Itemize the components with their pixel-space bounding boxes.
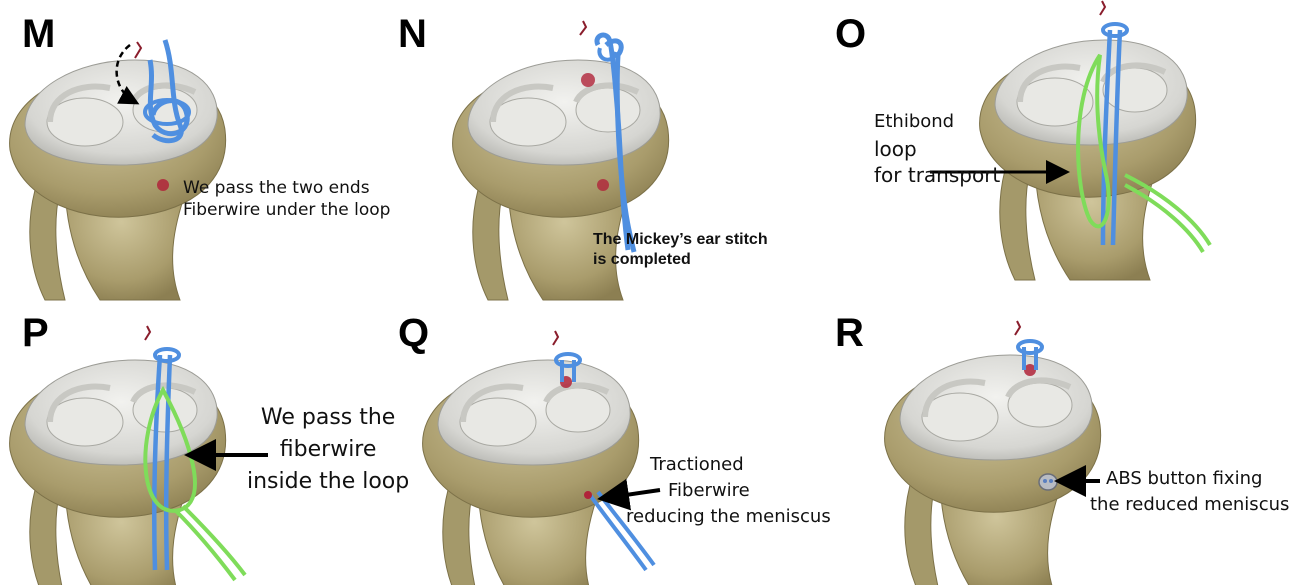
panel-p-caption-line: fiberwire (247, 434, 409, 466)
panel-q-caption-line: Tractioned (626, 452, 831, 478)
panel-r-caption: ABS button fixing the reduced meniscus (1106, 466, 1289, 518)
panel-n-caption-line: is completed (593, 250, 768, 270)
abs-button-icon (1039, 474, 1057, 490)
panel-n-caption: The Mickey’s ear stitch is completed (593, 230, 768, 271)
panel-letter-q: Q (398, 313, 429, 353)
panel-o-caption-line: for transport (874, 163, 1000, 189)
panel-m-knee (10, 40, 226, 300)
panel-p-caption-line: We pass the (247, 402, 409, 434)
panel-letter-o: O (835, 14, 866, 54)
panel-p-caption-line: inside the loop (247, 466, 409, 498)
panel-m-lesion (157, 179, 169, 191)
panel-o-caption-line: Ethibond (874, 110, 1000, 133)
panel-letter-n: N (398, 14, 427, 54)
panel-p-caption: We pass the fiberwire inside the loop (247, 402, 409, 498)
panel-q-caption-line: reducing the meniscus (626, 504, 831, 530)
panel-r-caption-line: ABS button fixing (1106, 466, 1289, 492)
panel-q-knee (423, 331, 654, 585)
panel-o-caption-line: loop (874, 137, 1000, 163)
panel-r-knee (885, 321, 1101, 585)
panel-letter-p: P (22, 313, 49, 353)
panel-q-caption: Tractioned Fiberwire reducing the menisc… (626, 452, 831, 530)
panel-letter-r: R (835, 313, 864, 353)
panel-m-caption-line: We pass the two ends (183, 178, 390, 200)
panel-o-knee (980, 1, 1210, 280)
panel-m-caption: We pass the two ends Fiberwire under the… (183, 178, 390, 222)
panel-m-caption-line: Fiberwire under the loop (183, 200, 390, 222)
panel-n-caption-line: The Mickey’s ear stitch (593, 230, 768, 250)
panel-letter-m: M (22, 14, 55, 54)
panel-q-caption-line: Fiberwire (626, 478, 831, 504)
panel-o-caption: Ethibond loop for transport (874, 110, 1000, 188)
panel-r-caption-line: the reduced meniscus (1090, 492, 1289, 518)
